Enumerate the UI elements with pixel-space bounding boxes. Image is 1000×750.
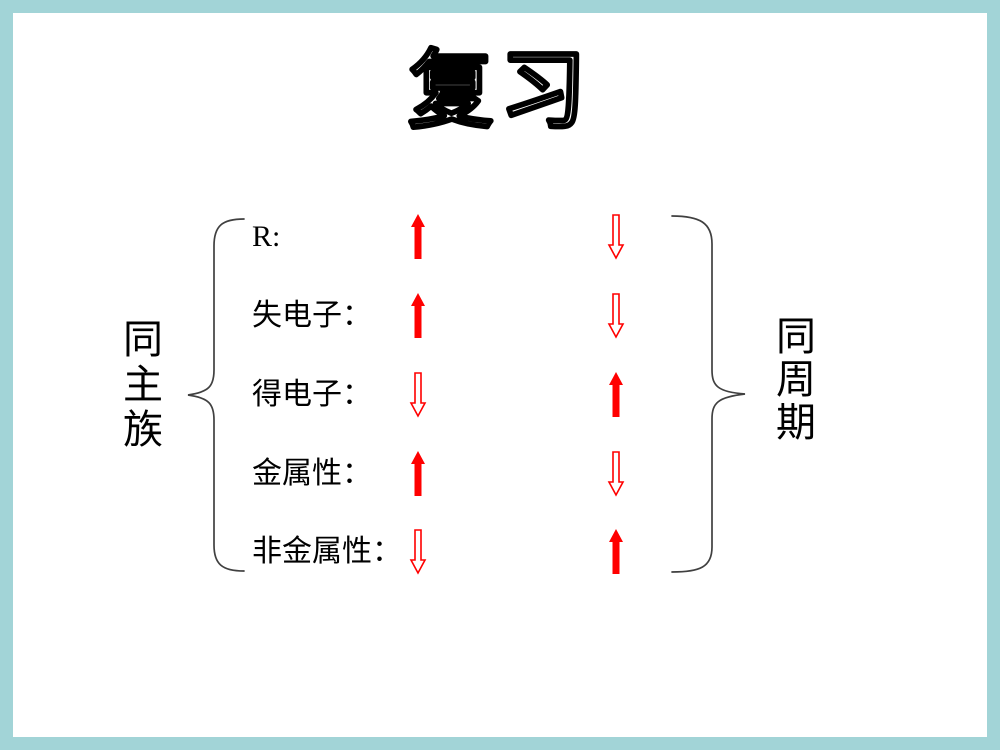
up-arrow-icon xyxy=(609,529,623,574)
period-trend-arrow xyxy=(606,372,626,418)
down-arrow-icon xyxy=(409,529,427,575)
up-arrow-icon xyxy=(609,372,623,417)
down-arrow-icon xyxy=(607,293,625,339)
period-trend-arrow xyxy=(606,293,626,339)
group-trend-arrow xyxy=(408,214,428,260)
slide-canvas xyxy=(13,13,987,737)
group-trend-arrow xyxy=(408,372,428,418)
group-trend-arrow xyxy=(408,293,428,339)
up-arrow-icon xyxy=(411,293,425,338)
down-arrow-icon xyxy=(409,372,427,418)
slide-title: 复习 xyxy=(408,43,592,139)
property-label: R: xyxy=(252,220,281,253)
property-row-gain-electrons: 得电子： xyxy=(0,372,1000,418)
property-label: 非金属性： xyxy=(252,535,402,568)
group-trend-arrow xyxy=(408,529,428,575)
up-arrow-icon xyxy=(411,451,425,496)
property-row-nonmetallic: 非金属性： xyxy=(0,529,1000,575)
period-trend-arrow xyxy=(606,529,626,575)
down-arrow-icon xyxy=(607,451,625,497)
same-period-label: 同周期 xyxy=(776,314,816,445)
up-arrow-icon xyxy=(411,214,425,259)
slide-title-graphic: 复习 xyxy=(407,42,592,141)
property-row-lose-electrons: 失电子： xyxy=(0,293,1000,339)
period-trend-arrow xyxy=(606,214,626,260)
property-label: 失电子： xyxy=(252,299,372,332)
same-main-group-label: 同主族 xyxy=(123,317,163,452)
property-row-metallic: 金属性： xyxy=(0,451,1000,497)
down-arrow-icon xyxy=(607,214,625,260)
group-trend-arrow xyxy=(408,451,428,497)
period-trend-arrow xyxy=(606,451,626,497)
property-row-radius: R: xyxy=(0,214,1000,260)
property-label: 金属性： xyxy=(252,457,372,490)
property-label: 得电子： xyxy=(252,378,372,411)
